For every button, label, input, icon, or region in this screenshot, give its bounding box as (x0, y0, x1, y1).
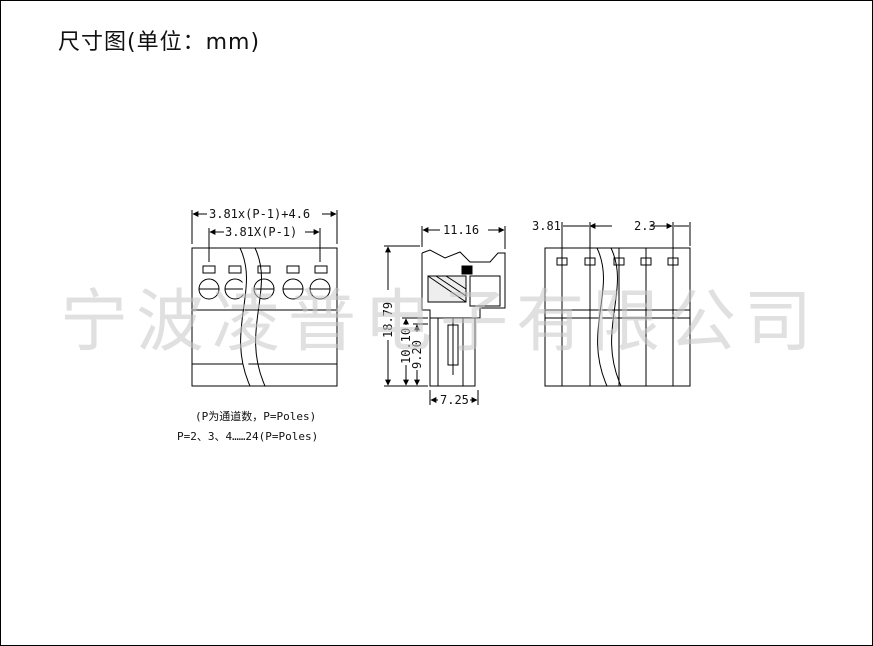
company-watermark: 宁波凌普电子有限公司 (60, 283, 821, 362)
dim-side-height-total: 18.79 (381, 302, 395, 338)
dim-side-height-mid: 10.10 (399, 328, 413, 364)
dim-front-pitch: 3.81X(P-1) (225, 225, 297, 239)
front-terminals (198, 265, 331, 300)
drawing-title: 尺寸图(单位：mm) (58, 30, 261, 55)
dim-back-offset: 2.3 (634, 219, 656, 233)
dim-back-pitch: 3.81 (532, 219, 561, 233)
back-slots (556, 248, 679, 386)
dim-front-total: 3.81x(P-1)+4.6 (209, 207, 310, 221)
side-view (384, 226, 506, 405)
dim-side-height-low: 9.20 (410, 340, 424, 369)
poles-range-note: P=2、3、4……24(P=Poles) (177, 430, 319, 443)
front-view (191, 210, 338, 387)
dim-side-bottom: 7.25 (440, 393, 469, 407)
dim-side-depth: 11.16 (443, 223, 479, 237)
back-view (544, 222, 691, 387)
poles-note: (P为通道数，P=Poles) (195, 410, 317, 423)
